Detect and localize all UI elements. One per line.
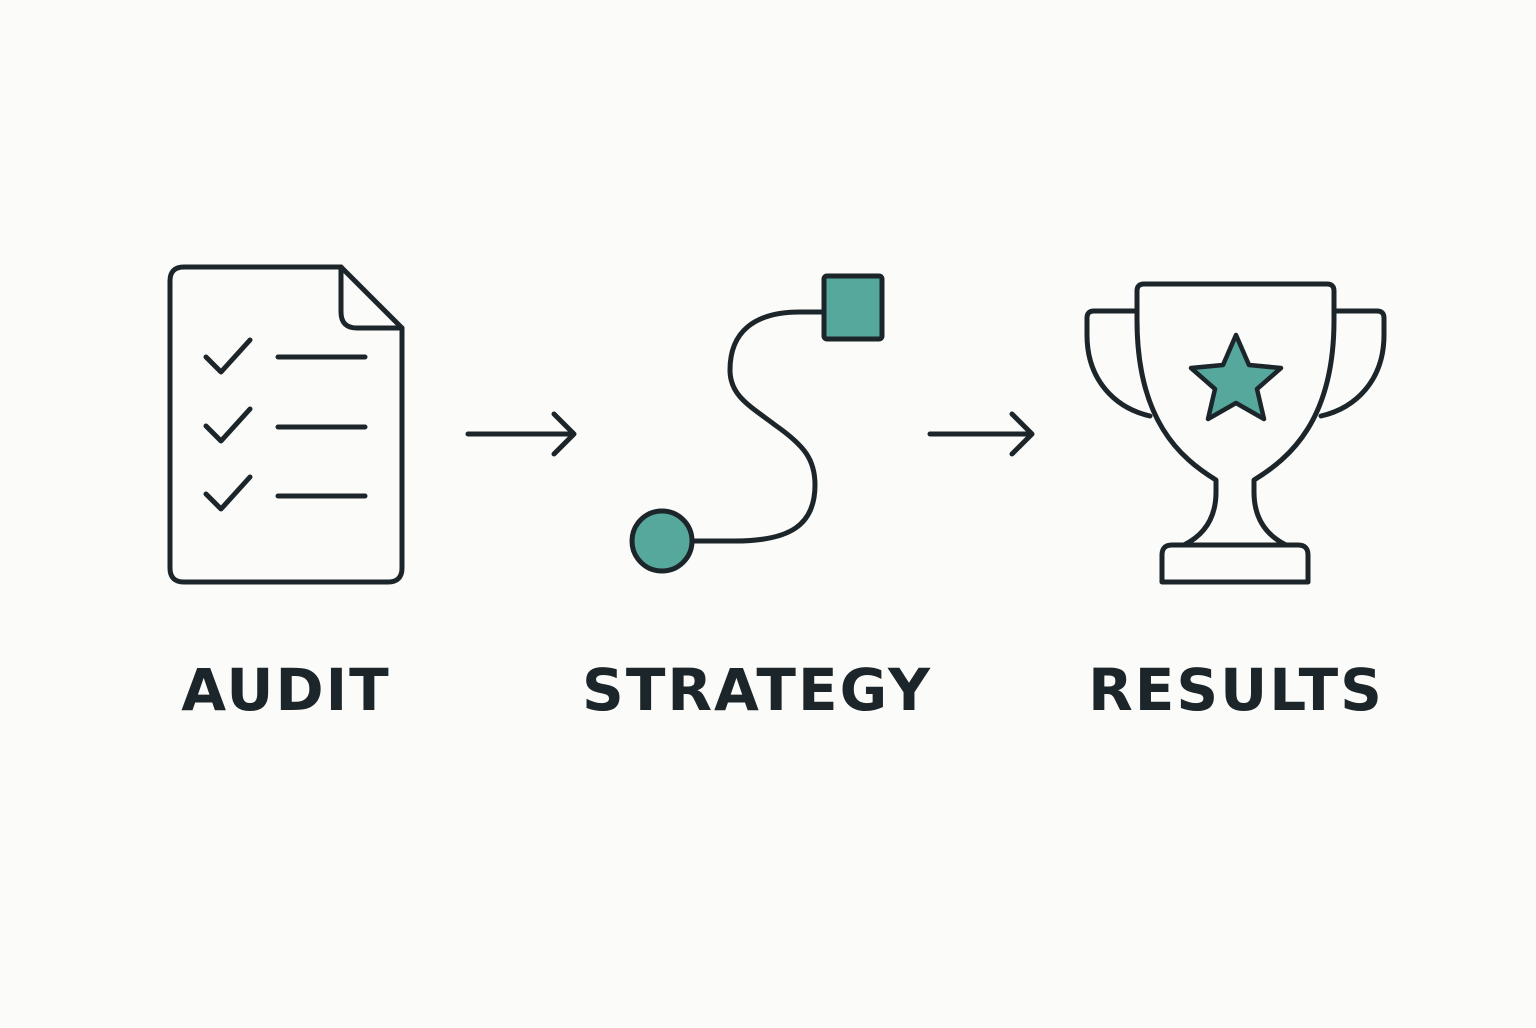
step-label-strategy: STRATEGY [582, 656, 932, 724]
check-mark-1-icon [203, 337, 253, 375]
star-icon [1188, 332, 1284, 422]
checklist-document-icon [167, 264, 405, 585]
step-label-results: RESULTS [1088, 656, 1384, 724]
start-circle-icon [629, 508, 695, 574]
trophy-star-icon [1084, 281, 1387, 585]
destination-square-icon [821, 273, 885, 342]
check-mark-3-icon [203, 474, 253, 512]
check-mark-2-icon [203, 406, 253, 444]
arrow-right-icon [465, 411, 577, 457]
arrow-right-icon [927, 411, 1035, 457]
path-route-icon [629, 273, 885, 574]
step-label-audit: AUDIT [181, 656, 391, 724]
